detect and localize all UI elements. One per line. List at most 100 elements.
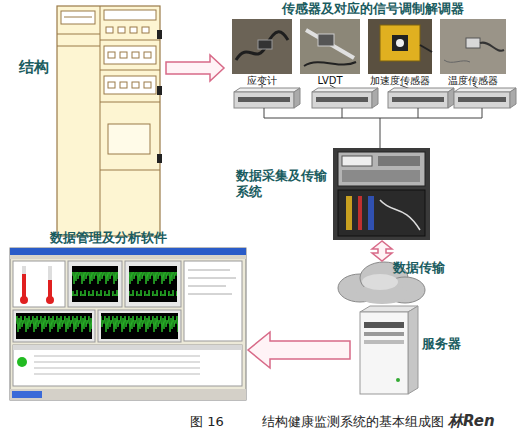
- signal-conditioner: [458, 97, 506, 102]
- software-screenshot: [72, 266, 118, 302]
- bus-wire: [342, 108, 343, 118]
- figure-caption: 结构健康监测系统的基本组成图: [262, 414, 444, 430]
- block-arrow: [166, 55, 224, 81]
- daq-cabinet-photo: [333, 148, 430, 240]
- signal-conditioner: [238, 97, 290, 102]
- temperature-sensor-photo: [440, 19, 506, 74]
- lvdt-photo: [300, 19, 360, 74]
- cabinet-drawing: [130, 27, 137, 33]
- cabinet-drawing: [157, 30, 162, 39]
- cabinet-drawing: [144, 52, 151, 58]
- cabinet-drawing: [61, 11, 95, 24]
- software-screenshot: [101, 313, 178, 339]
- cabinet-drawing: [104, 46, 156, 64]
- software-screenshot: [13, 310, 95, 342]
- cloud-shape: [362, 274, 398, 290]
- software-screenshot: [13, 345, 242, 386]
- node-label: LVDT: [296, 75, 364, 87]
- lvdt-photo: [318, 34, 334, 46]
- software-screenshot: [22, 266, 26, 298]
- server: 服务器: [352, 306, 420, 396]
- software-screenshot: [188, 270, 230, 271]
- signal-conditioner: [234, 92, 294, 108]
- cabinet-drawing: [100, 170, 160, 171]
- bus-wire: [264, 108, 482, 130]
- cabinet-drawing: [132, 82, 139, 88]
- cabinet-drawing: [157, 86, 162, 95]
- daq-cabinet-photo: [380, 200, 420, 230]
- cabinet-drawing: [108, 82, 115, 88]
- daq-cabinet-photo: [342, 170, 420, 182]
- software-screenshot: [129, 272, 177, 296]
- software-screenshot: [10, 389, 246, 400]
- cabinet-drawing: [120, 82, 127, 88]
- signal-conditioner: [316, 97, 368, 102]
- block-arrow: [248, 332, 350, 368]
- signal-conditioner: [294, 88, 300, 108]
- signal-conditioner: [234, 88, 300, 92]
- sensor-photo: 应变计: [232, 19, 292, 74]
- cabinet-drawing: [142, 27, 149, 33]
- server-tower: [408, 306, 418, 394]
- daq-cabinet-photo: [338, 152, 425, 186]
- node-label: 应变计: [228, 75, 296, 87]
- daq-cabinet-photo: [333, 148, 430, 240]
- server-tower: [364, 340, 404, 344]
- strain-gauge-photo: [258, 40, 272, 49]
- software-screenshot: [48, 280, 52, 298]
- software-screenshot: [34, 368, 200, 369]
- strain-gauge-photo: [232, 19, 292, 74]
- daq-cabinet-photo: [358, 196, 362, 230]
- software-screenshot: [98, 310, 181, 342]
- software-screenshot: [188, 294, 232, 295]
- software-screenshot: [188, 278, 236, 279]
- accelerometer-photo: [392, 35, 408, 51]
- signal-conditioner: [312, 88, 378, 92]
- node-label: 数据采集及传输系统: [236, 168, 330, 199]
- signal-conditioner: [388, 92, 448, 108]
- software-screenshot: [12, 391, 42, 398]
- bus-wire: [264, 118, 482, 119]
- signal-conditioner: [234, 88, 516, 108]
- daq-cabinet-photo: [368, 196, 374, 230]
- daq-cabinet-photo: [338, 190, 425, 236]
- node-label: 数据管理及分析软件: [50, 230, 180, 246]
- cabinet-drawing: [100, 70, 160, 71]
- cabinet-drawing: [100, 40, 160, 41]
- signal-conditioner: [454, 88, 516, 92]
- cabinet-drawing: [108, 124, 150, 154]
- signal-conditioner: [388, 88, 454, 92]
- node-label: 服务器: [422, 336, 466, 352]
- cabinet-drawing: [57, 46, 100, 47]
- software-screenshot: [34, 356, 200, 357]
- connector-line: [380, 130, 381, 148]
- cabinet-drawing: [57, 6, 162, 236]
- cabinet-drawing: [104, 10, 156, 20]
- signal-conditioner: [454, 92, 510, 108]
- software-screenshot: [20, 296, 28, 304]
- temperature-sensor-photo: [440, 19, 506, 74]
- cabinet-drawing: [104, 76, 156, 94]
- sensor-photo: LVDT: [300, 19, 360, 74]
- temperature-sensor-photo: [480, 43, 504, 51]
- lvdt-photo: [306, 30, 354, 58]
- bus-wire: [380, 118, 381, 130]
- signal-conditioner: [448, 88, 454, 108]
- node-label: 温度传感器: [436, 75, 510, 87]
- software-screenshot: [46, 296, 54, 304]
- signal-conditioner: [372, 88, 378, 108]
- software-screenshot: [68, 261, 122, 307]
- accelerometer-photo: [380, 25, 420, 61]
- software-screenshot: [101, 316, 178, 336]
- software-screenshot: [16, 313, 92, 339]
- signal-conditioner: [510, 88, 516, 108]
- cabinet-drawing: [118, 27, 125, 33]
- cabinet-drawing: [106, 27, 113, 33]
- software-screenshot: [129, 266, 177, 302]
- software-screenshot: [72, 272, 118, 296]
- sensor-photo: 加速度传感器: [368, 19, 432, 74]
- accelerometer-photo: [368, 19, 432, 74]
- cabinet-drawing: [57, 34, 100, 35]
- cabinet-drawing: [64, 17, 92, 18]
